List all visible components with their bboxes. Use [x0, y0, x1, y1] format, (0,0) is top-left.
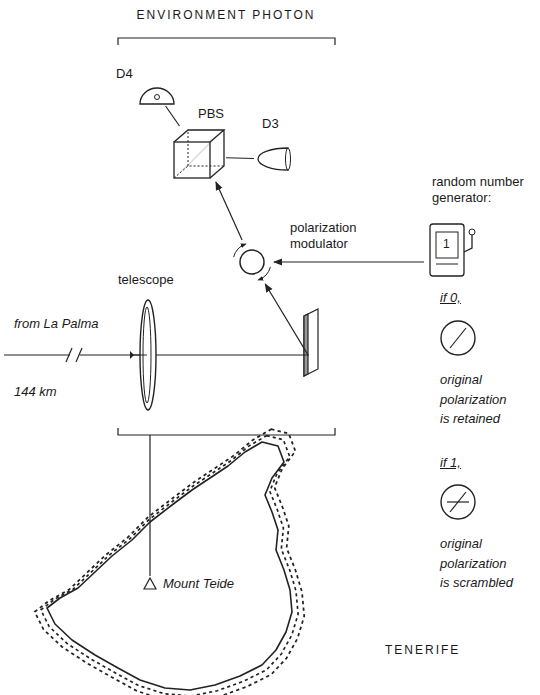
annotation: from La Palma	[14, 316, 99, 332]
light-path	[274, 261, 424, 262]
light-path	[166, 106, 180, 126]
mountain-marker	[144, 578, 156, 589]
annotation: original polarization is scrambled	[440, 534, 517, 593]
detector-icon	[138, 86, 176, 106]
island	[35, 429, 305, 695]
detector-icon	[254, 146, 290, 172]
component-label: D3	[262, 116, 279, 132]
beam-splitter: PBS	[172, 126, 226, 182]
light-beam	[4, 354, 70, 355]
beam-splitter-icon	[172, 126, 226, 182]
light-beam	[80, 354, 128, 355]
detector: D3	[254, 146, 290, 172]
annotation: 144 km	[14, 384, 57, 400]
bracket	[118, 428, 335, 435]
break-mark	[76, 348, 82, 362]
light-path	[226, 157, 254, 159]
mirror-edge	[304, 314, 308, 376]
telescope: telescope	[128, 298, 162, 412]
component-label: D4	[116, 66, 133, 82]
polarization-modulator-icon	[230, 240, 274, 284]
polarization-modulator: polarization modulator	[230, 240, 274, 284]
break-mark	[66, 348, 72, 362]
component-label: polarization modulator	[290, 220, 370, 253]
telescope-icon	[128, 298, 162, 412]
detector: D4	[138, 86, 176, 106]
light-path	[216, 182, 242, 240]
annotation: TENERIFE	[385, 643, 460, 658]
component-label: PBS	[198, 106, 224, 122]
annotation: Mount Teide	[163, 576, 234, 592]
annotation: original polarization is retained	[440, 370, 517, 429]
annotation: if 1,	[440, 455, 461, 471]
bracket	[118, 38, 335, 45]
random-generator: random number generator:	[424, 218, 478, 280]
leader-line	[149, 435, 150, 576]
light-path	[162, 284, 308, 355]
retained-symbol	[441, 321, 475, 355]
component-label: random number generator:	[432, 174, 532, 207]
scrambled-symbol	[441, 485, 475, 519]
component-label: telescope	[118, 272, 174, 288]
random-generator-icon	[424, 218, 478, 280]
mirror	[304, 309, 318, 376]
diagram-title: ENVIRONMENT PHOTON	[100, 8, 352, 23]
digit-display: 1	[443, 237, 450, 252]
annotation: if 0,	[440, 290, 461, 306]
